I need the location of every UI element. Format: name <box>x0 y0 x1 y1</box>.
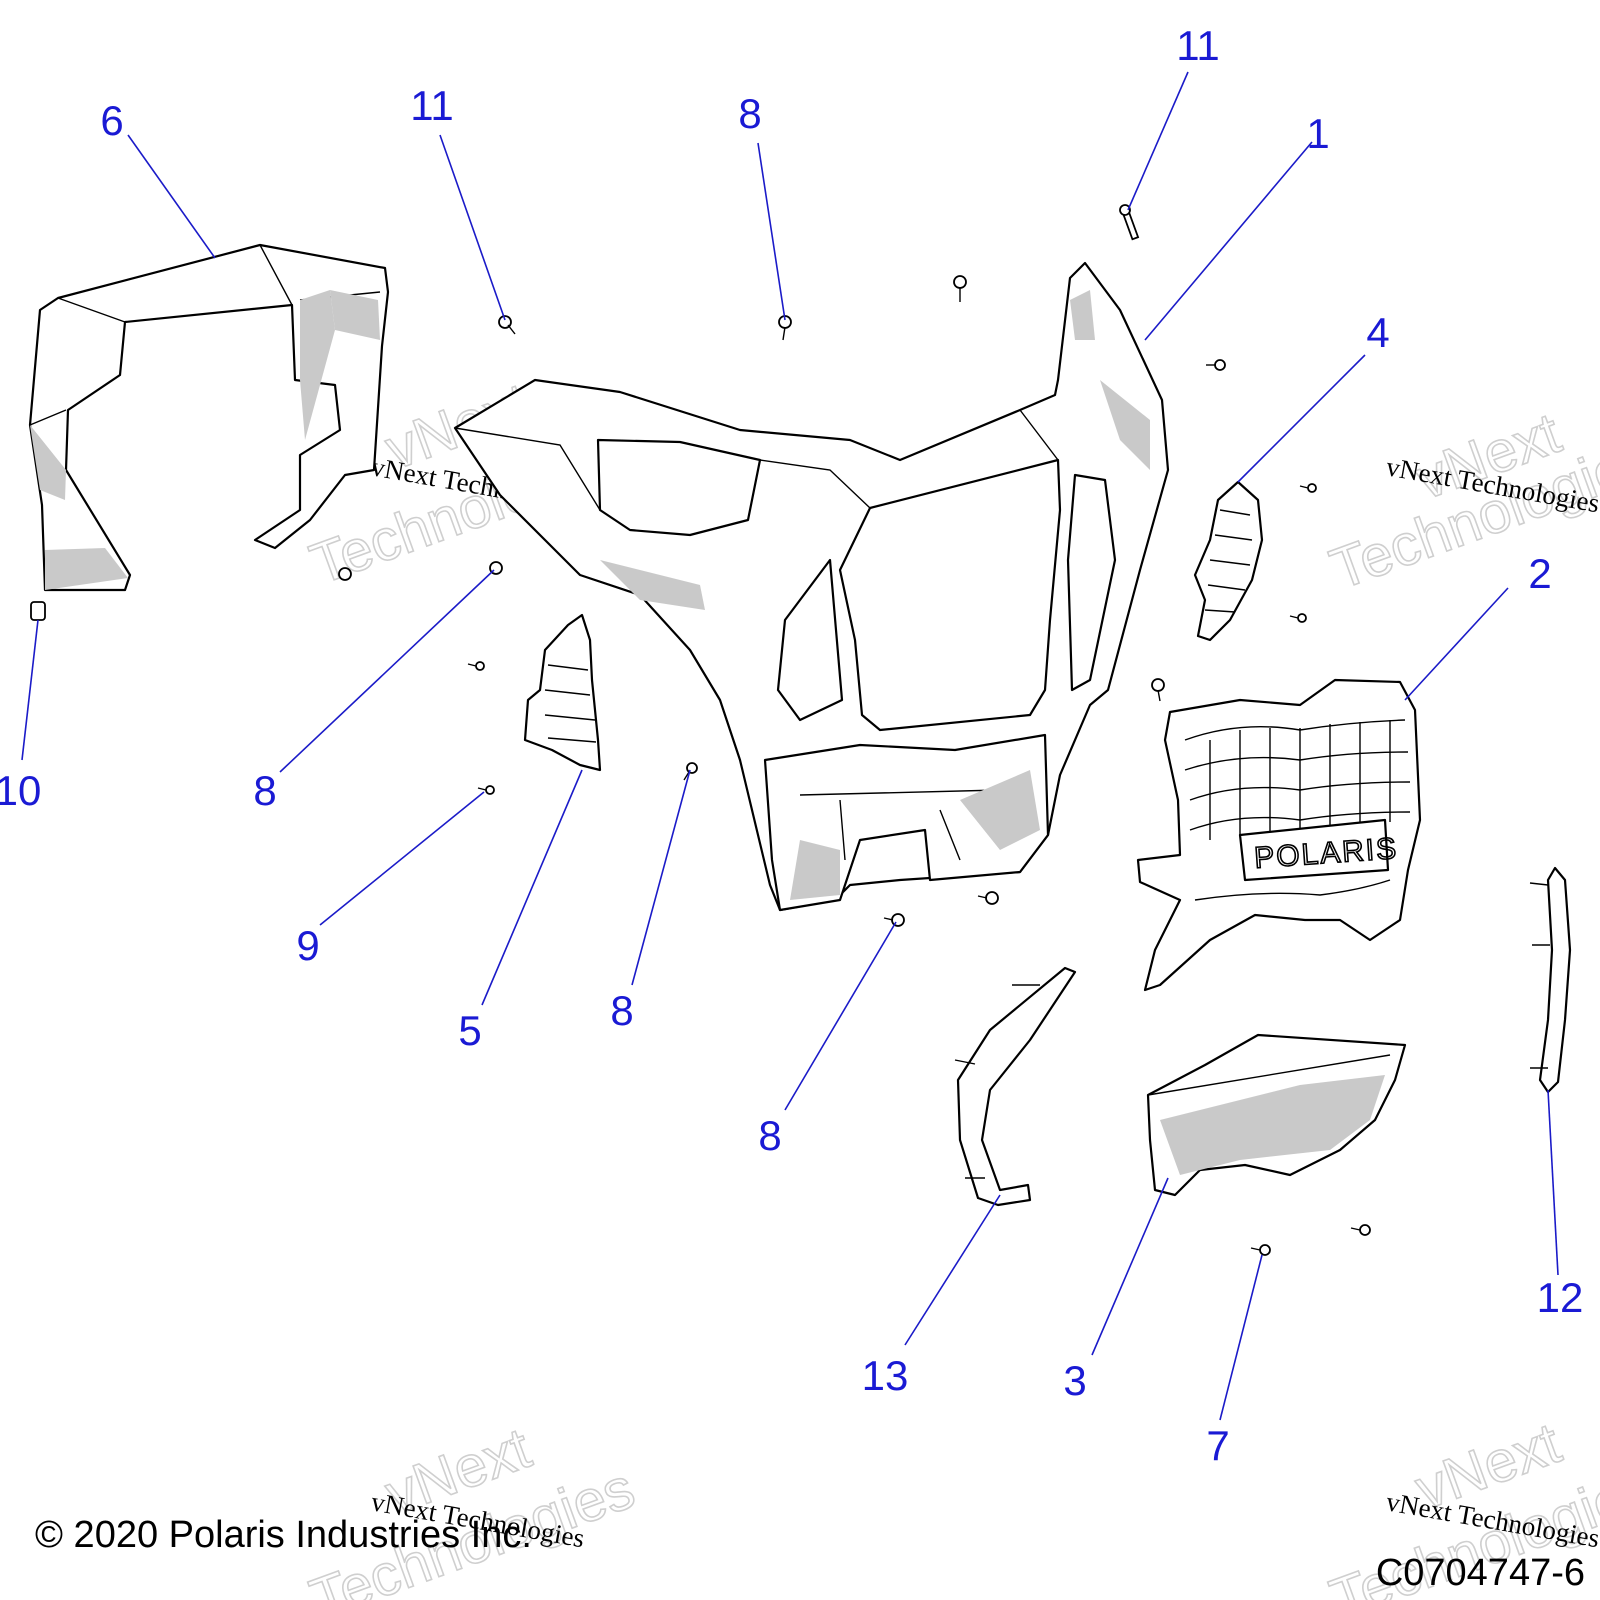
callout-11-left: 11 <box>410 82 454 129</box>
callout-1: 1 <box>1306 110 1329 157</box>
air-duct-shroud <box>28 243 390 592</box>
callout-labels: 1 2 3 4 5 6 7 8 8 8 8 9 10 11 11 12 13 <box>0 22 1583 1469</box>
screw-icon <box>467 661 485 671</box>
screw-icon <box>477 785 495 795</box>
grille: POLARIS <box>1136 678 1422 992</box>
callout-5: 5 <box>458 1007 481 1054</box>
screw-icon <box>498 315 516 335</box>
screw-icon <box>1299 483 1317 493</box>
callout-9: 9 <box>296 922 319 969</box>
callout-8-center: 8 <box>610 987 633 1034</box>
callout-10: 10 <box>0 767 41 814</box>
front-fascia <box>453 261 1170 912</box>
screw-icon <box>1151 678 1165 702</box>
callout-12: 12 <box>1537 1274 1584 1321</box>
grille-badge-panel <box>1238 818 1390 882</box>
callout-4: 4 <box>1366 309 1389 356</box>
callout-11-right: 11 <box>1176 22 1220 69</box>
fasteners <box>30 204 1371 1256</box>
screw-icon <box>1350 1224 1371 1236</box>
callout-8-lower: 8 <box>758 1112 781 1159</box>
screw-icon <box>953 275 967 302</box>
screw-icon <box>1206 359 1226 371</box>
screw-icon <box>683 762 698 781</box>
right-inner-bracket <box>1193 480 1264 642</box>
watermark-bottom-center: vNext Technologies vNext Technologies <box>301 1415 643 1600</box>
leader-lines <box>21 71 1559 1421</box>
callout-6: 6 <box>100 97 123 144</box>
callout-2: 2 <box>1528 550 1551 597</box>
drawing-number: C0704747-6 <box>1376 1552 1585 1594</box>
callout-8-left: 8 <box>253 767 276 814</box>
copyright-text: © 2020 Polaris Industries Inc. <box>35 1514 532 1556</box>
left-inner-bracket <box>523 613 602 772</box>
left-trim-strip <box>954 966 1077 1207</box>
callout-8-top: 8 <box>738 90 761 137</box>
callout-7: 7 <box>1206 1422 1229 1469</box>
push-rivet-icon <box>30 601 46 621</box>
grille-mesh <box>1184 719 1411 901</box>
watermark-top-right: vNext Technologies vNext Technologies <box>1321 400 1600 603</box>
callout-3: 3 <box>1063 1357 1086 1404</box>
lower-skid-panel <box>1146 1033 1407 1197</box>
bolt-icon <box>1119 204 1140 241</box>
callout-13: 13 <box>862 1352 909 1399</box>
screw-icon <box>977 891 999 905</box>
right-trim-strip <box>1529 866 1572 1094</box>
screw-icon <box>1250 1244 1271 1256</box>
rivet-icon <box>338 567 352 581</box>
screw-icon <box>1289 613 1307 623</box>
